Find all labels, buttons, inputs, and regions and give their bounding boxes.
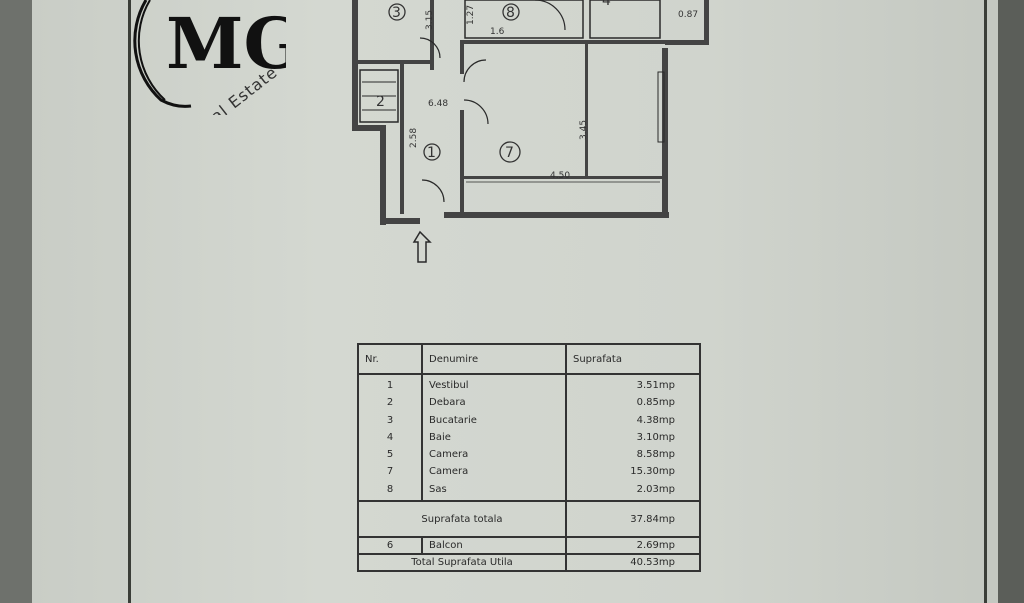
dimension-label: 1.6 [490, 27, 505, 37]
dimension-label: 3.45 [579, 120, 589, 140]
row-nr: 2 [386, 397, 394, 409]
grand-total-row: Total Suprafata Utila 40.53mp [357, 553, 701, 573]
balcony-area: 2.69mp [565, 536, 701, 556]
row-area: 4.38mp [636, 414, 675, 426]
room-number-7: 7 [505, 145, 514, 161]
room-number-1: 1 [427, 145, 436, 161]
header-name: Denumire [421, 343, 567, 375]
room-area-table: Nr. Denumire Suprafata 1 2 3 4 5 7 8 Ves… [357, 343, 701, 573]
row-name: Debara [429, 397, 466, 409]
room-number-2: 2 [376, 94, 385, 110]
dimension-label: 1.27 [466, 5, 476, 25]
room-rows: 1 2 3 4 5 7 8 Vestibul Debara Bucatarie … [357, 372, 701, 503]
row-name: Vestibul [429, 380, 469, 391]
balcony-name: Balcon [421, 536, 567, 556]
row-name: Sas [429, 483, 447, 495]
room-number-3: 3 [392, 5, 401, 21]
floor-plan: 3 2 1 7 8 4 3.15 1.27 1.6 0.87 6.48 2.58… [352, 0, 709, 263]
company-logo: MG Real Estate [133, 0, 286, 115]
total-value: 37.84mp [565, 500, 701, 539]
grand-total-label: Total Suprafata Utila [357, 553, 567, 573]
row-nr: 3 [386, 414, 394, 426]
dimension-label: 0.87 [678, 10, 698, 20]
row-name: Camera [429, 466, 469, 478]
room-number-4: 4 [602, 0, 611, 9]
page-border-right [984, 0, 987, 603]
row-name: Baie [429, 431, 451, 443]
header-area: Suprafata [565, 343, 701, 375]
row-nr: 7 [386, 466, 394, 478]
row-area: 3.51mp [636, 380, 675, 391]
dimension-label: 2.58 [409, 128, 419, 148]
row-nr: 8 [386, 483, 394, 495]
balcony-row: 6 Balcon 2.69mp [357, 536, 701, 556]
logo-monogram: MG [166, 2, 286, 85]
balcony-nr: 6 [357, 536, 423, 556]
page-edge-shadow [998, 0, 1024, 603]
row-area: 0.85mp [636, 397, 675, 409]
row-name: Bucatarie [429, 414, 477, 426]
header-nr: Nr. [357, 343, 423, 375]
row-nr: 4 [386, 431, 394, 443]
total-label: Suprafata totala [357, 500, 567, 539]
row-nr: 1 [386, 380, 394, 391]
total-row: Suprafata totala 37.84mp [357, 500, 701, 539]
row-nr: 5 [386, 449, 394, 461]
dimension-label: 6.48 [428, 99, 448, 109]
row-area: 8.58mp [636, 449, 675, 461]
row-area: 3.10mp [636, 431, 675, 443]
row-area: 15.30mp [630, 466, 675, 478]
row-area: 2.03mp [636, 483, 675, 495]
table-header-row: Nr. Denumire Suprafata [357, 343, 701, 375]
dimension-label: 3.15 [425, 10, 435, 30]
page-border-left [128, 0, 131, 603]
room-number-8: 8 [506, 5, 515, 21]
dimension-label: 4.50 [550, 171, 570, 181]
grand-total-value: 40.53mp [565, 553, 701, 573]
row-name: Camera [429, 449, 469, 461]
